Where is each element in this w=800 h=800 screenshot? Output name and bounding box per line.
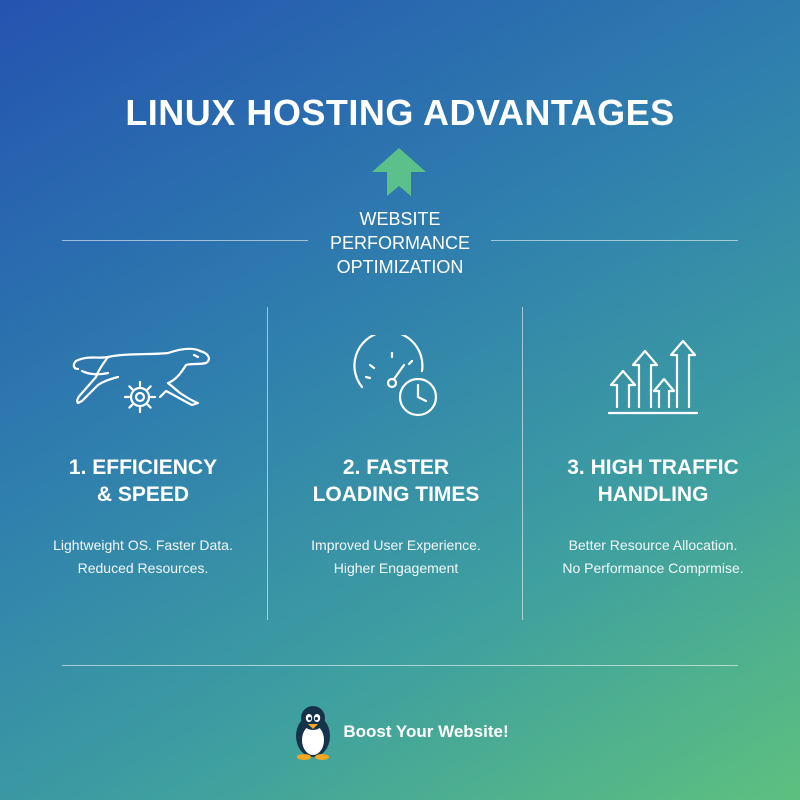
subtitle-line: WEBSITE [359,209,441,229]
penguin-icon [296,706,331,760]
rising-arrows-icon [607,339,699,415]
description-line: Improved User Experience. [311,537,481,553]
heading-line: & SPEED [96,483,190,506]
speedometer-clock-icon [353,335,438,417]
heading-line: 2. FASTER [342,456,450,479]
heading-line: LOADING TIMES [312,483,480,506]
subtitle-line: OPTIMIZATION [336,257,464,277]
feature-description: Improved User Experience. Higher Engagem… [282,534,510,580]
divider-top-left [62,240,308,241]
heading-line: 1. EFFICIENCY [68,456,218,479]
divider-top-right [491,240,738,241]
column-divider [522,307,523,620]
arrow-up-icon [372,148,426,196]
heading-line: 3. HIGH TRAFFIC [567,456,739,479]
footer-text: Boost Your Website! [343,722,509,741]
feature-efficiency: 1. EFFICIENCY & SPEED Lightweight OS. Fa… [30,330,256,580]
feature-description: Better Resource Allocation. No Performan… [536,534,770,580]
cheetah-gear-icon [72,347,210,414]
feature-loading-times: 2. FASTER LOADING TIMES Improved User Ex… [282,330,510,580]
description-line: Higher Engagement [333,560,459,576]
description-line: No Performance Comprmise. [562,560,744,576]
subtitle-line: PERFORMANCE [329,233,470,253]
heading-line: HANDLING [597,483,709,506]
description-line: Reduced Resources. [77,560,209,576]
feature-description: Lightweight OS. Faster Data. Reduced Res… [30,534,256,580]
feature-heading: 3. HIGH TRAFFIC HANDLING [536,454,770,508]
footer-cta: Boost Your Website! [0,704,800,760]
description-line: Lightweight OS. Faster Data. [53,537,233,553]
feature-heading: 1. EFFICIENCY & SPEED [30,454,256,508]
description-line: Better Resource Allocation. [568,537,738,553]
column-divider [267,307,268,620]
feature-high-traffic: 3. HIGH TRAFFIC HANDLING Better Resource… [536,330,770,580]
divider-bottom [62,665,738,666]
page-title: LINUX HOSTING ADVANTAGES [125,92,675,133]
subtitle: WEBSITE PERFORMANCE OPTIMIZATION [300,207,500,279]
feature-heading: 2. FASTER LOADING TIMES [282,454,510,508]
